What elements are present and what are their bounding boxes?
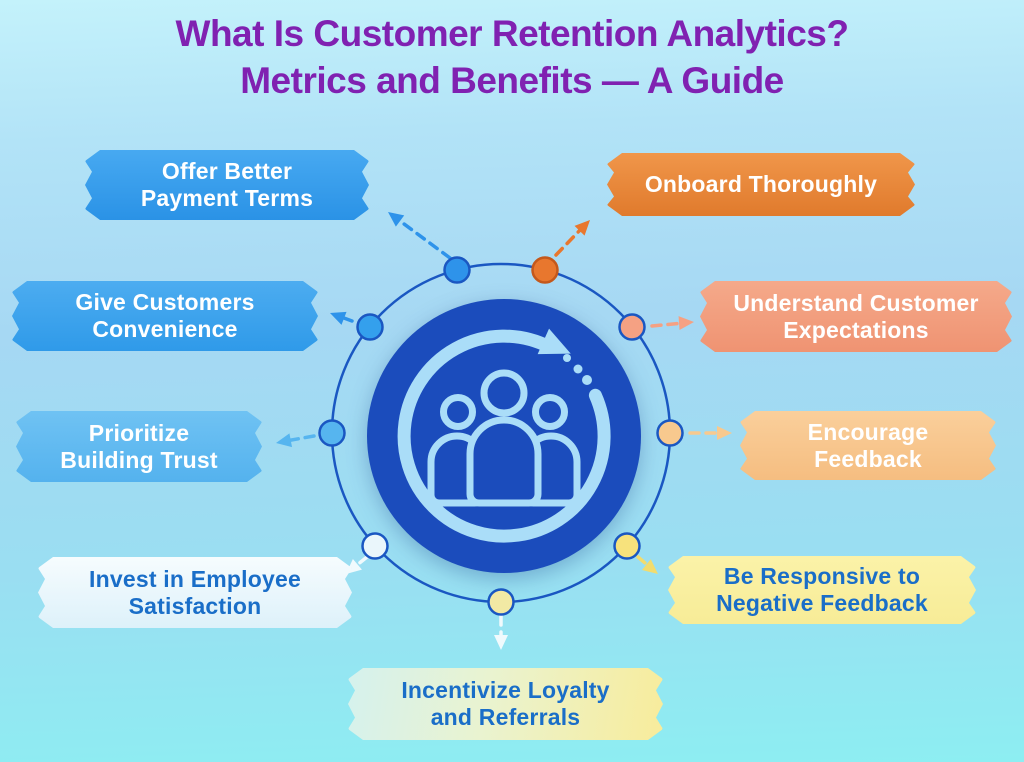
arrowhead-offer-icon xyxy=(388,212,405,227)
arrow-offer xyxy=(394,216,452,260)
arrow-responsive xyxy=(636,555,654,571)
benefit-label: Incentivize Loyalty and Referrals xyxy=(401,677,610,730)
benefit-label: Be Responsive to Negative Feedback xyxy=(716,563,928,616)
node-dot-incentivize xyxy=(487,588,515,616)
node-dot-offer xyxy=(443,256,471,284)
arrow-give xyxy=(334,313,354,323)
benefit-box-understand-customer-expectations: Understand Customer Expectations xyxy=(700,281,1012,352)
benefit-box-prioritize-building-trust: Prioritize Building Trust xyxy=(16,411,262,482)
cycle-dots xyxy=(563,354,592,385)
benefit-box-encourage-feedback: Encourage Feedback xyxy=(740,411,996,480)
arrowhead-incentivize-icon xyxy=(494,635,508,650)
arrow-prioritize xyxy=(284,434,316,443)
node-dot-encourage xyxy=(656,419,684,447)
benefit-label: Onboard Thoroughly xyxy=(644,171,878,198)
title-line-1: What Is Customer Retention Analytics? xyxy=(175,13,849,54)
benefit-box-invest-in-employee-satisfaction: Invest in Employee Satisfaction xyxy=(38,557,352,628)
center-circle xyxy=(367,299,641,573)
cycle-arrow-arc xyxy=(397,329,611,543)
people-group-icon xyxy=(427,369,581,507)
arrow-understand xyxy=(650,321,686,328)
benefit-label: Understand Customer Expectations xyxy=(733,289,979,343)
page-title: What Is Customer Retention Analytics? Me… xyxy=(0,10,1024,104)
node-dot-onboard xyxy=(531,256,559,284)
benefit-box-offer-better-payment-terms: Offer Better Payment Terms xyxy=(85,150,369,220)
benefit-label: Encourage Feedback xyxy=(807,418,929,472)
arrow-invest xyxy=(350,555,369,571)
orbit-ring xyxy=(330,262,672,604)
arrow-onboard xyxy=(554,225,585,257)
orbit-nodes xyxy=(318,256,684,616)
benefit-label: Offer Better Payment Terms xyxy=(140,158,314,211)
benefit-label: Give Customers Convenience xyxy=(75,289,255,342)
node-dot-give xyxy=(356,313,384,341)
arrowhead-give-icon xyxy=(330,311,347,325)
benefit-box-be-responsive-to-negative-feedback: Be Responsive to Negative Feedback xyxy=(668,556,976,624)
node-dot-invest xyxy=(361,532,389,560)
benefit-box-incentivize-loyalty-and-referrals: Incentivize Loyalty and Referrals xyxy=(348,668,663,740)
title-line-2: Metrics and Benefits — A Guide xyxy=(240,60,784,101)
people-cycle-icon xyxy=(367,299,641,573)
arrowhead-prioritize-icon xyxy=(276,433,293,448)
benefit-label: Prioritize Building Trust xyxy=(60,419,218,473)
arrowhead-responsive-icon xyxy=(641,559,658,574)
benefit-box-onboard-thoroughly: Onboard Thoroughly xyxy=(607,153,915,216)
arrowhead-encourage-icon xyxy=(717,426,732,440)
node-dot-understand xyxy=(618,313,646,341)
node-dot-prioritize xyxy=(318,419,346,447)
node-dot-responsive xyxy=(613,532,641,560)
cycle-arrowhead-icon xyxy=(537,328,571,355)
arrowhead-onboard-icon xyxy=(574,220,590,236)
benefit-label: Invest in Employee Satisfaction xyxy=(89,565,301,619)
arrowhead-understand-icon xyxy=(678,316,694,331)
benefit-box-give-customers-convenience: Give Customers Convenience xyxy=(12,281,318,351)
